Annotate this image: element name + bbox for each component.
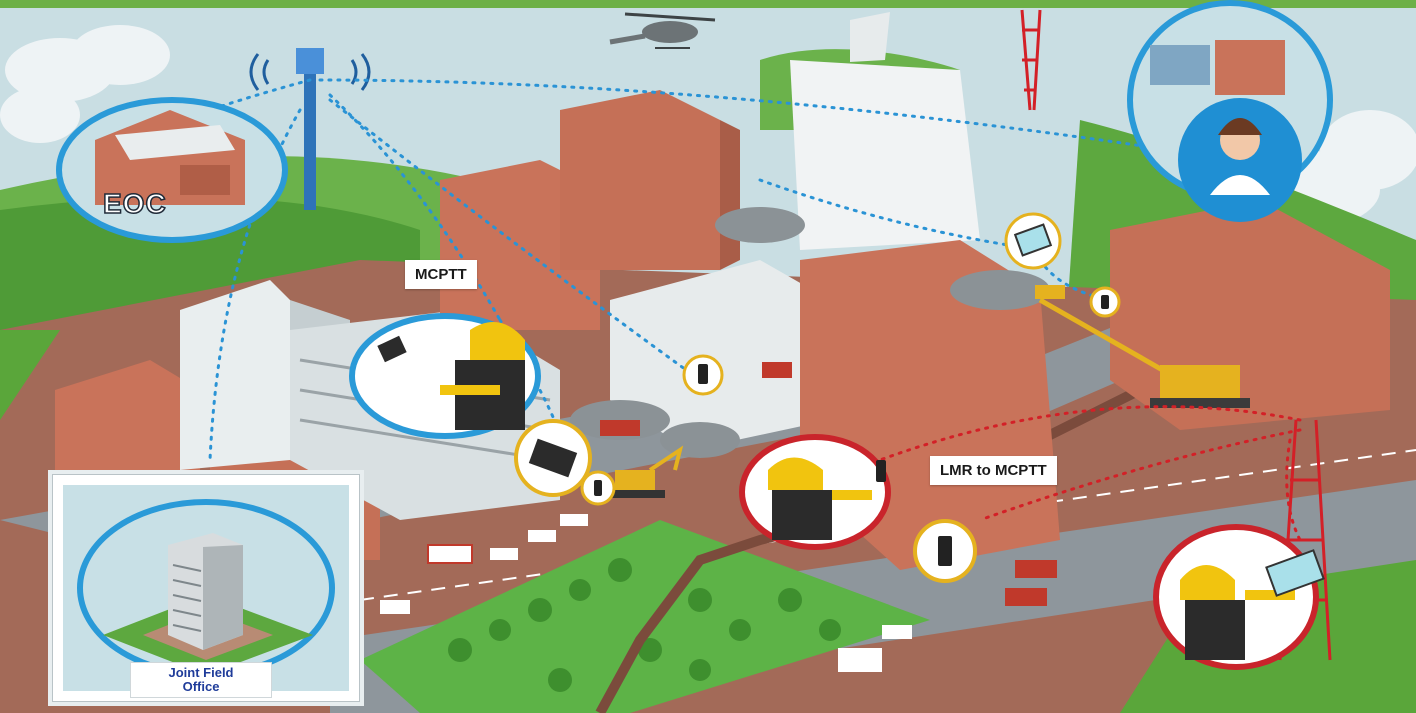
handheld-radio-icon [1101,295,1109,309]
handheld-radio-icon [938,536,952,566]
fire-truck-icon [1005,588,1047,606]
park-lawn [360,520,930,713]
firefighter-icon [1180,549,1325,660]
lmr-to-mcptt-label: LMR to MCPTT [930,456,1057,485]
joint-field-office-label-line1: Joint Field [168,665,234,680]
tablet-icon [1013,223,1053,257]
mcptt-label: MCPTT [405,260,477,289]
eoc-label: EOC [102,187,167,220]
vehicles [380,362,1057,672]
eoc-callout [56,97,288,243]
tablet-icon [1265,549,1325,597]
ambulance-icon [427,544,473,564]
firefighter-icon [768,457,886,540]
crane-icon [1038,297,1250,408]
joint-field-office-label: Joint Field Office [130,662,272,698]
fire-truck-icon [762,362,792,378]
fire-truck-icon [600,420,640,436]
cell-tower-icon [249,48,371,210]
white-building-center [610,12,980,450]
tablet-callout [1153,524,1325,670]
tablet-icon [377,335,407,363]
top-bar [0,0,1416,8]
handheld-radio-icon [876,460,886,482]
joint-field-office-illustration [77,499,335,677]
joint-field-office-image [63,485,349,691]
helicopter-icon [609,12,716,49]
tablet-icon [528,438,578,478]
dispatch-callout [1127,0,1333,222]
police-car-icon [882,625,912,639]
fire-truck-icon [1015,560,1057,578]
handheld-radio-icon [594,480,602,496]
radio-tower-icon [1020,9,1332,661]
excavator-icon [610,285,1065,498]
police-car-icon [380,600,410,614]
lmr-links [878,405,1302,542]
van-icon [838,648,882,672]
firefighter-icon [377,322,525,430]
handheld-radio-icon [698,364,708,384]
small-callouts [514,212,1121,583]
lmr-callout [739,434,891,550]
grass-edge-left [0,330,60,420]
mcptt-callout [349,313,541,439]
trees [448,558,841,692]
joint-field-office-label-line2: Office [182,679,220,694]
